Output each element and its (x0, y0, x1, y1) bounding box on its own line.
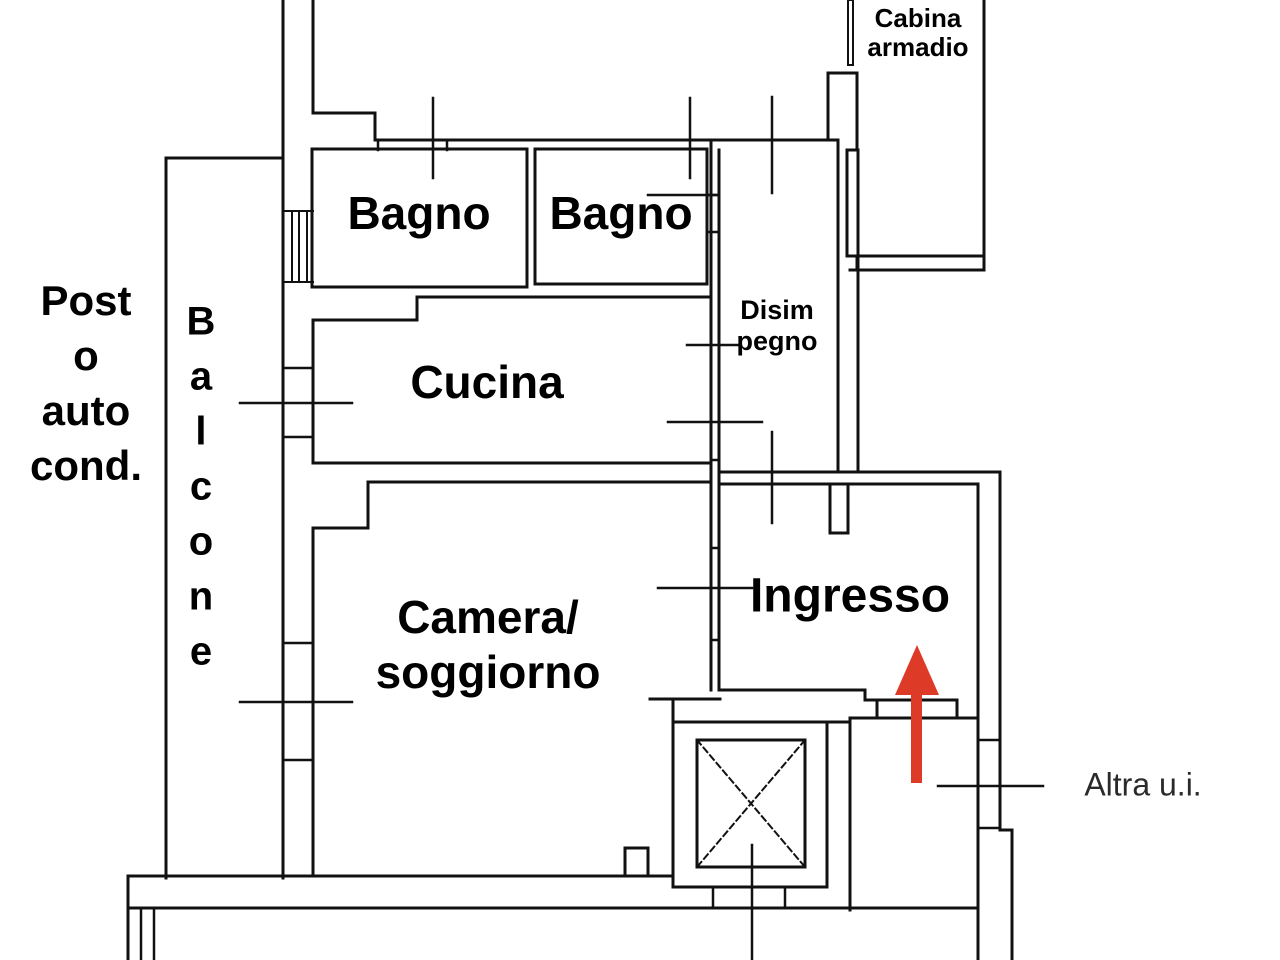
room-label-disimpegno: Disim pegno (736, 295, 818, 356)
elevator-shaft (671, 716, 852, 960)
disimpegno-walls (705, 138, 721, 692)
room-label-cabina-armadio: Cabina armadio (867, 3, 969, 62)
camera-walls (311, 480, 722, 724)
bottom-walls (126, 846, 980, 960)
left-wall-window-ticks (238, 401, 354, 704)
cucina-walls (311, 295, 713, 465)
balcony-window-icon (282, 210, 314, 283)
top-window-ticks (431, 95, 774, 195)
room-label-bagno-1: Bagno (347, 187, 491, 239)
parking-label: Post o auto cond. (30, 277, 142, 489)
other-unit-label: Altra u.i. (1084, 766, 1202, 803)
room-label-bagno-2: Bagno (549, 187, 693, 239)
cabina-walls (826, 0, 986, 474)
bagno-rooms (310, 147, 709, 289)
balcony-walls (164, 156, 285, 880)
door-ticks (646, 193, 774, 590)
elevator-x-icon (695, 738, 807, 869)
room-label-cucina: Cucina (410, 356, 564, 408)
room-label-balcone: B a l c o n e (186, 299, 216, 674)
entrance-arrow-icon (895, 645, 939, 783)
room-label-camera-soggiorno: Camera/ soggiorno (375, 591, 601, 698)
exterior-left-wall (281, 0, 377, 880)
room-label-ingresso: Ingresso (749, 569, 951, 623)
